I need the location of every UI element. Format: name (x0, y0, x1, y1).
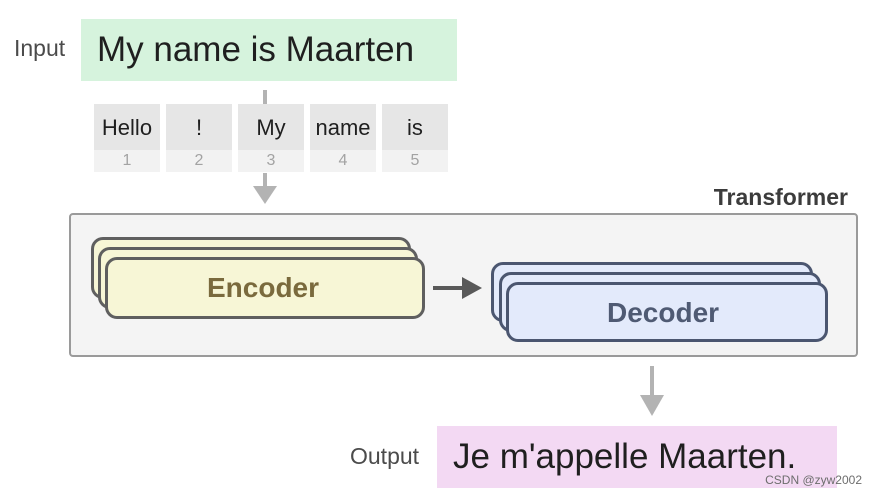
token-id: 1 (122, 152, 132, 169)
token-1: Hello 1 (94, 104, 160, 172)
input-label: Input (14, 35, 66, 61)
down-arrow-icon (640, 366, 664, 416)
encoder-label: Encoder (207, 272, 320, 303)
token-text: Hello (94, 104, 160, 150)
decoder-label: Decoder (607, 297, 720, 328)
token-text: ! (166, 104, 232, 150)
token-text: is (382, 104, 448, 150)
right-arrow-icon (433, 277, 482, 299)
token-text: My (238, 104, 304, 150)
output-sentence-box: Je m'appelle Maarten. (437, 426, 837, 488)
input-sentence-box: My name is Maarten (81, 19, 457, 81)
token-id: 2 (194, 152, 204, 169)
token-id: 5 (410, 152, 420, 169)
transformer-label: Transformer (713, 184, 848, 210)
token-5: is 5 (382, 104, 448, 172)
token-2: ! 2 (166, 104, 232, 172)
token-4: name 4 (310, 104, 376, 172)
encoder-layer-front (105, 257, 425, 319)
token-id: 4 (338, 152, 348, 169)
output-label: Output (350, 443, 420, 469)
decoder-layer-front (506, 282, 828, 342)
token-text: name (310, 104, 376, 150)
token-id: 3 (266, 152, 276, 169)
watermark-text: CSDN @zyw2002 (765, 473, 862, 487)
down-arrow-icon (253, 173, 277, 204)
token-3: My 3 (238, 104, 304, 172)
